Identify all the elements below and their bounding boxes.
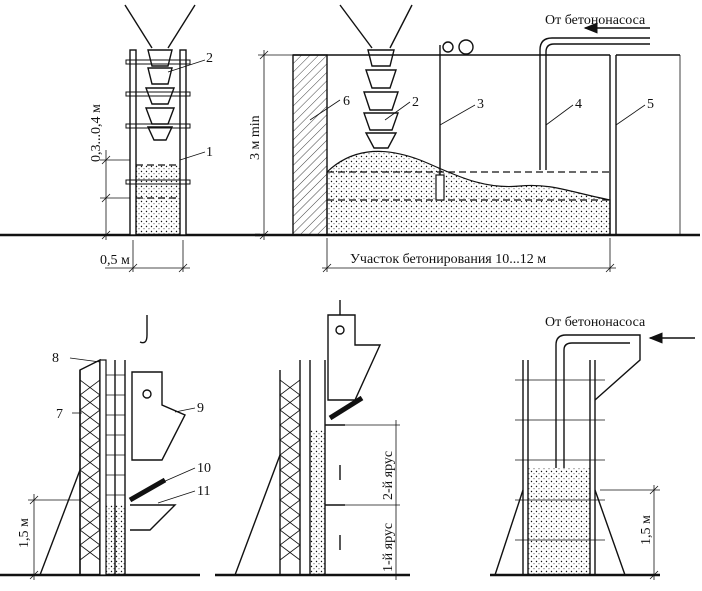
section-length-label: Участок бетонирования 10...12 м [350,252,546,267]
callout-11: 11 [197,484,210,499]
height-min-label: 3 м min [248,115,263,160]
bucket [131,371,186,461]
tier-1-label: 1-й ярус [381,523,396,572]
callout-3: 3 [477,97,484,112]
hopper-right [167,4,196,49]
callout-5: 5 [647,97,654,112]
long-section: От бетононасоса 6 2 3 4 5 3 м min Участо… [248,4,700,273]
callout-6: 6 [343,94,350,109]
wall-section-narrow: 1 2 0,3...0,4 м 0,5 м [0,4,260,273]
drop-chute-long [363,49,399,149]
formwork-right [179,49,187,236]
callout-10: 10 [197,461,211,476]
from-pump-top: От бетононасоса [545,13,646,28]
truss-left [79,360,101,575]
height-right-label: 1,5 м [639,515,654,545]
bucket-section: 8 7 9 10 11 1,5 м [0,315,211,580]
callout-2: 2 [412,95,419,110]
callout-7: 7 [56,407,63,422]
tiers-section: 2-й ярус 1-й ярус [215,300,410,580]
layer-thickness-label: 0,3...0,4 м [89,104,104,162]
hopper-left [124,4,153,49]
concrete-fill [136,165,180,235]
callout-1: 1 [206,145,213,160]
existing-block [292,54,328,236]
pump-column-section: От бетононасоса 1,5 м [490,315,695,580]
callout-8: 8 [52,351,59,366]
formwork-left [129,49,137,236]
from-pump-bottom: От бетононасоса [545,315,646,330]
height-left-label: 1,5 м [17,518,32,548]
callout-2-left: 2 [206,51,213,66]
drop-chute [144,49,176,141]
pump-pipe [539,37,650,170]
tier-2-label: 2-й ярус [381,451,396,500]
wall-width-label: 0,5 м [100,253,130,268]
callout-4: 4 [575,97,582,112]
callout-9: 9 [197,401,204,416]
concrete-mass [326,150,611,236]
ties [125,59,191,185]
